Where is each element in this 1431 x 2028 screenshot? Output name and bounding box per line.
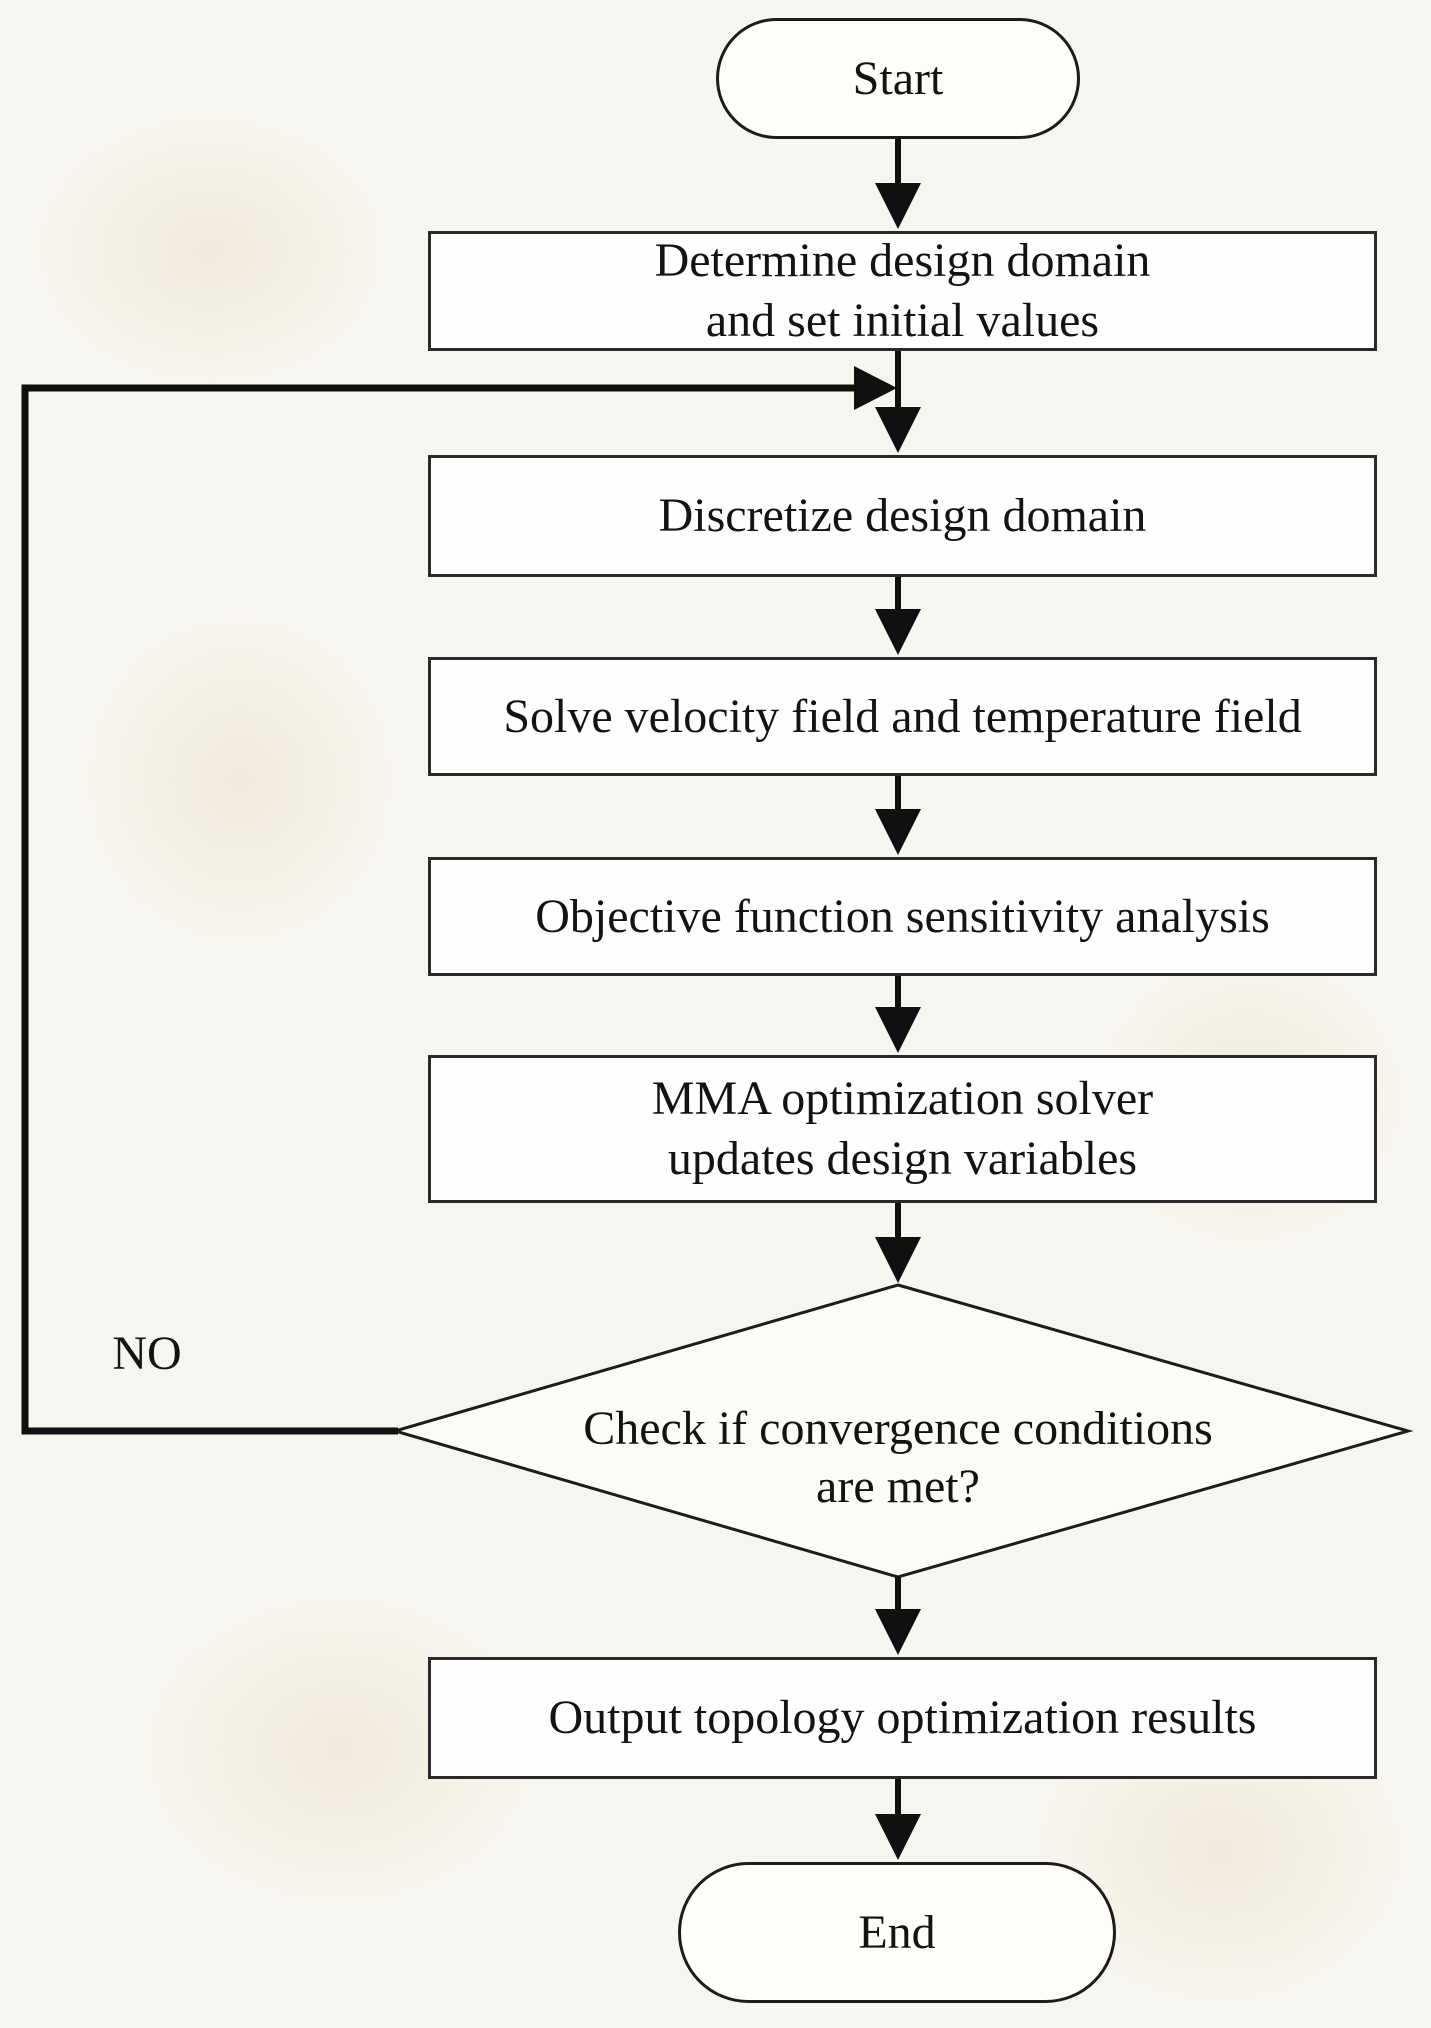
- no-branch-label: NO: [112, 1327, 182, 1381]
- process-determine-design-domain: Determine design domain and set initial …: [428, 231, 1377, 351]
- start-node: Start: [716, 18, 1080, 139]
- edge-discretize-solve-arrowhead: [875, 609, 921, 655]
- edge-mma-convergence-arrowhead: [875, 1237, 921, 1283]
- decision-convergence-check-label: Check if convergence conditions are met?: [583, 1402, 1213, 1513]
- process-mma-update: MMA optimization solver updates design v…: [428, 1055, 1377, 1203]
- process-sensitivity-analysis: Objective function sensitivity analysis: [428, 857, 1377, 976]
- end-node: End: [678, 1862, 1116, 2003]
- edge-start-determine-arrowhead: [875, 183, 921, 229]
- edge-output-end-arrowhead: [875, 1814, 921, 1860]
- edge-convergence-no-loop: [21, 384, 854, 1435]
- edge-solve-sensitivity-arrowhead: [875, 809, 921, 855]
- edge-determine-discretize-arrowhead: [875, 407, 921, 453]
- edge-convergence-output-arrowhead: [875, 1609, 921, 1655]
- process-solve-fields: Solve velocity field and temperature fie…: [428, 657, 1377, 776]
- process-output-results: Output topology optimization results: [428, 1657, 1377, 1779]
- process-discretize-design-domain: Discretize design domain: [428, 455, 1377, 577]
- edge-convergence-no-loop-arrowhead: [854, 366, 897, 410]
- edge-sensitivity-mma-arrowhead: [875, 1007, 921, 1053]
